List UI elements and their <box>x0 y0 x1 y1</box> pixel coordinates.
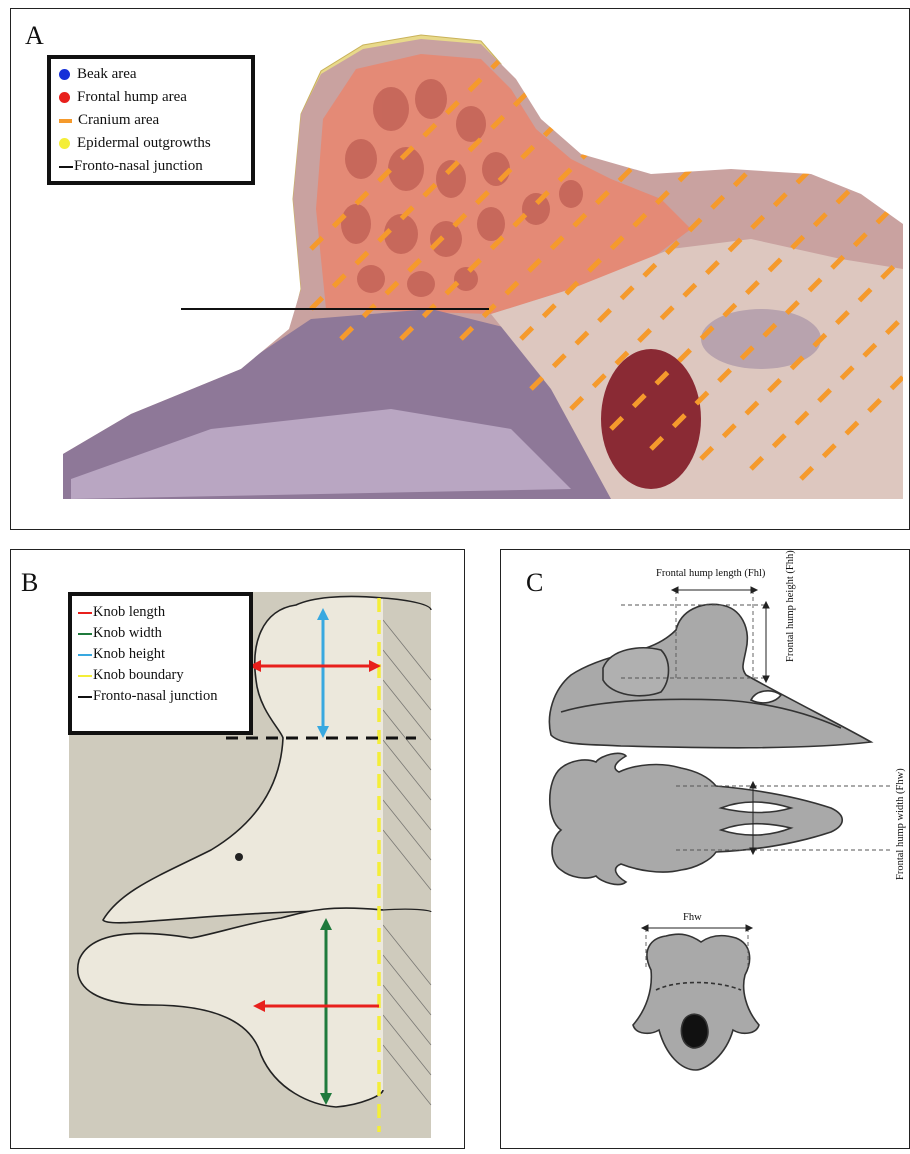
panel-letter-a: A <box>25 23 44 49</box>
legend-item-knob-width: Knob width <box>78 623 243 644</box>
legend-item-beak: Beak area <box>59 63 243 86</box>
legend-item-fronto-nasal: Fronto-nasal junction <box>78 686 243 707</box>
yellow-dot-icon <box>59 138 70 149</box>
panel-a: A Beak area Frontal hump area Cranium ar… <box>10 8 910 530</box>
fhh-label: Frontal hump height (Fhh) <box>785 550 796 662</box>
yellow-line-icon <box>78 675 92 677</box>
legend-item-epidermal: Epidermal outgrowths <box>59 132 243 155</box>
panel-letter-b: B <box>21 570 38 596</box>
legend-item-frontal-hump: Frontal hump area <box>59 86 243 109</box>
red-dot-icon <box>59 92 70 103</box>
black-line-icon <box>59 166 73 168</box>
panel-letter-c: C <box>526 570 543 596</box>
orange-dash-icon <box>59 119 72 123</box>
legend-item-cranium: Cranium area <box>59 109 243 132</box>
green-line-icon <box>78 633 92 635</box>
blue-line-icon <box>78 654 92 656</box>
red-line-icon <box>78 612 92 614</box>
legend-a: Beak area Frontal hump area Cranium area… <box>47 55 255 185</box>
fhw-label: Fhw <box>683 912 702 923</box>
legend-item-fronto-nasal: Fronto-nasal junction <box>59 155 243 178</box>
panel-c: C Frontal hump length (Fhl) Frontal hump… <box>500 549 910 1149</box>
black-line-icon <box>78 696 92 698</box>
legend-b: Knob length Knob width Knob height Knob … <box>68 592 253 735</box>
legend-item-knob-length: Knob length <box>78 602 243 623</box>
blue-dot-icon <box>59 69 70 80</box>
legend-item-knob-boundary: Knob boundary <box>78 665 243 686</box>
fhl-label: Frontal hump length (Fhl) <box>656 568 765 579</box>
skull-outline-diagrams <box>501 550 910 1150</box>
legend-item-knob-height: Knob height <box>78 644 243 665</box>
panel-b: B Knob length Knob width Knob height Kno… <box>10 549 465 1149</box>
fhw-side-label: Frontal hump width (Fhw) <box>895 768 906 880</box>
